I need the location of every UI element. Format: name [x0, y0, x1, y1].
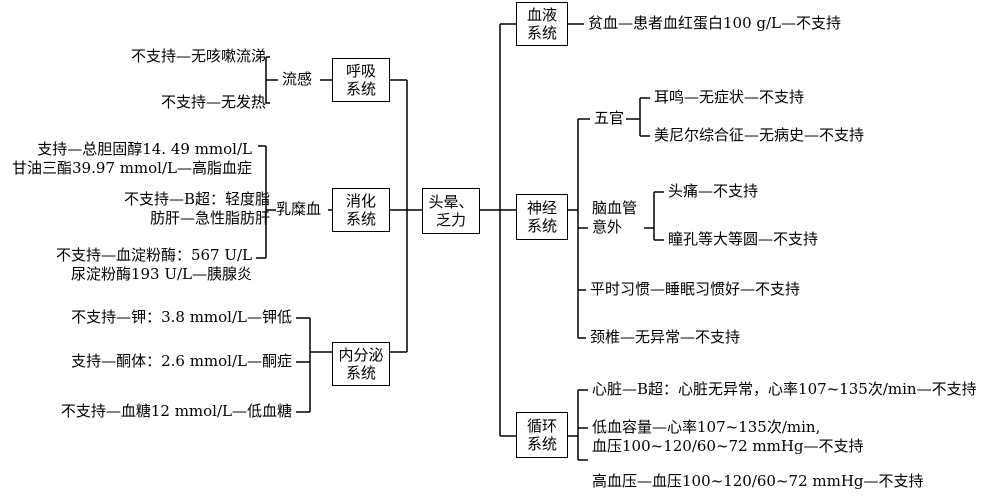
digestive-line-2: 系统: [345, 210, 376, 228]
blood-line-1: 血液: [526, 6, 557, 24]
wuguan-leaf-2: 美尼尔综合征—无病史—不支持: [654, 126, 865, 144]
cerebro-leaf-2: 瞳孔等大等圆—不支持: [668, 230, 819, 248]
respiratory-line-1: 呼吸: [345, 62, 376, 80]
center-line-2: 乏力: [435, 211, 466, 229]
resp-leaf-2: 不支持—无发热: [160, 93, 266, 111]
nervous-line-1: 神经: [526, 199, 557, 217]
circulatory-line-2: 系统: [526, 435, 557, 453]
digest-leaf-3a: 不支持—血淀粉酶：567 U/L: [55, 246, 252, 264]
digest-leaf-3b: 尿淀粉酶193 U/L—胰腺炎: [70, 265, 252, 283]
spine-leaf: 颈椎—无异常—不支持: [590, 328, 741, 346]
circulatory-line-1: 循环: [526, 417, 557, 435]
heart-leaf: 心脏—B超：心脏无异常，心率107~135次/min—不支持: [592, 380, 977, 398]
endo-leaf-1: 不支持—钾：3.8 mmol/L—钾低: [71, 308, 292, 326]
endocrine-system-node: 内分泌 系统: [332, 342, 390, 386]
respiratory-line-2: 系统: [345, 80, 376, 98]
blood-leaf: 贫血—患者血红蛋白100 g/L—不支持: [588, 14, 842, 32]
digest-leaf-2b: 肪肝—急性脂肪肝: [149, 209, 270, 227]
cerebro-label-2: 意外: [592, 218, 623, 236]
five-senses-label: 五官: [594, 109, 625, 127]
nervous-system-node: 神经 系统: [516, 194, 568, 240]
resp-leaf-1: 不支持—无咳嗽流涕: [130, 47, 266, 65]
chylous-blood-label: 乳糜血: [276, 200, 322, 218]
digest-leaf-1a: 支持—总胆固醇14. 49 mmol/L: [37, 140, 252, 158]
digest-leaf-1b: 甘油三酯39.97 mmol/L—高脂血症: [11, 159, 252, 177]
endo-leaf-2: 支持—酮体：2.6 mmol/L—酮症: [71, 352, 292, 370]
flu-label: 流感: [282, 70, 313, 88]
cerebro-leaf-1: 头痛—不支持: [668, 182, 759, 200]
center-node: 头晕、 乏力: [422, 188, 480, 234]
hypertension-leaf: 高血压—血压100~120/60~72 mmHg—不支持: [592, 472, 924, 490]
center-line-1: 头晕、: [428, 193, 474, 211]
hypovolemia-leaf-1: 低血容量—心率107~135次/min,: [592, 418, 821, 436]
circulatory-system-node: 循环 系统: [516, 412, 568, 458]
digest-leaf-2a: 不支持—B超：轻度脂: [123, 190, 270, 208]
blood-line-2: 系统: [526, 24, 557, 42]
nervous-line-2: 系统: [526, 217, 557, 235]
hypovolemia-leaf-2: 血压100~120/60~72 mmHg—不支持: [592, 437, 864, 455]
endocrine-line-2: 系统: [345, 364, 376, 382]
blood-system-node: 血液 系统: [516, 2, 568, 46]
habit-leaf: 平时习惯—睡眠习惯好—不支持: [590, 280, 801, 298]
endo-leaf-3: 不支持—血糖12 mmol/L—低血糖: [60, 402, 292, 420]
endocrine-line-1: 内分泌: [338, 346, 384, 364]
respiratory-system-node: 呼吸 系统: [332, 58, 390, 102]
digestive-system-node: 消化 系统: [332, 188, 390, 232]
wuguan-leaf-1: 耳鸣—无症状—不支持: [654, 88, 805, 106]
digestive-line-1: 消化: [345, 192, 376, 210]
cerebro-label-1: 脑血管: [592, 199, 638, 217]
